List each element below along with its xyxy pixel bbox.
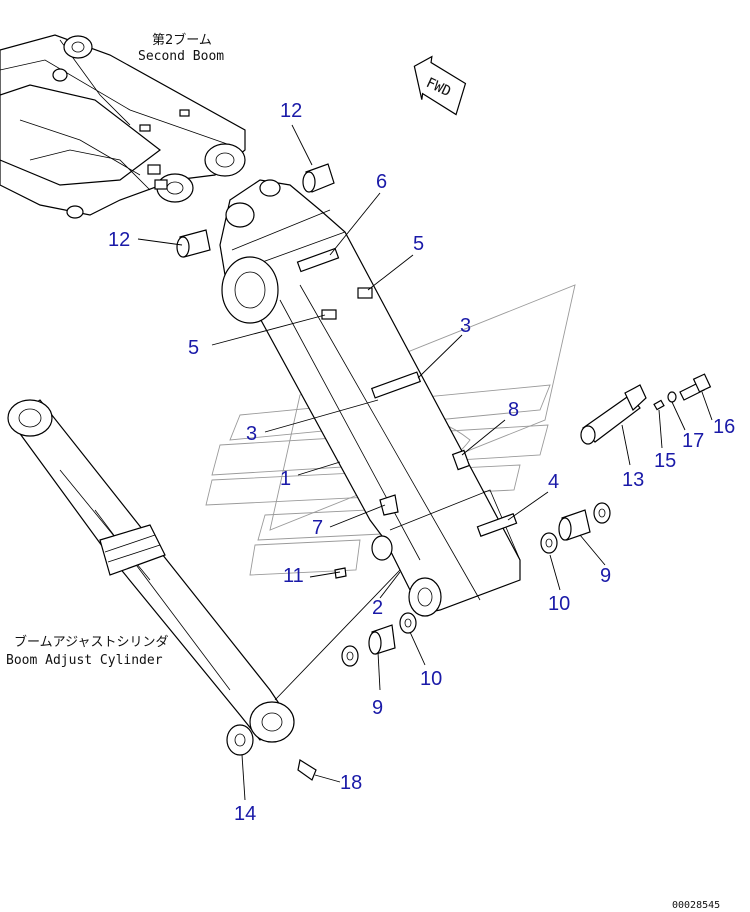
- callout-4: 4: [548, 471, 559, 493]
- leader-lines: [137, 124, 713, 801]
- pin-assembly-drawing: [580, 373, 712, 445]
- cylinder-caption-jp: ブームアジャストシリンダ: [14, 634, 168, 650]
- boom-body-drawing: [219, 179, 521, 617]
- callout-9-upper: 9: [600, 565, 611, 587]
- callout-18: 18: [340, 772, 362, 794]
- callout-15: 15: [654, 450, 676, 472]
- callout-10-lower: 10: [420, 668, 442, 690]
- callout-12-upper: 12: [280, 100, 302, 122]
- callout-5-lower: 5: [188, 337, 199, 359]
- drawing-code: 00028545: [672, 900, 720, 911]
- callout-2: 2: [372, 597, 383, 619]
- callout-16: 16: [713, 416, 735, 438]
- callout-7: 7: [312, 517, 323, 539]
- cylinder-caption-en: Boom Adjust Cylinder: [6, 653, 163, 668]
- callout-3-lower: 3: [246, 423, 257, 445]
- callout-10-upper: 10: [548, 593, 570, 615]
- callout-1: 1: [280, 468, 291, 490]
- callout-8: 8: [508, 399, 519, 421]
- second-boom-caption-jp: 第2ブーム: [152, 32, 212, 48]
- callout-12-lower: 12: [108, 229, 130, 251]
- callout-5-upper: 5: [413, 233, 424, 255]
- callout-14: 14: [234, 803, 256, 825]
- forward-arrow: FWD: [413, 55, 467, 116]
- second-boom-caption-en: Second Boom: [138, 49, 224, 64]
- bushings-washers-drawing: [176, 163, 611, 667]
- second-boom-drawing: [0, 34, 246, 219]
- callout-17: 17: [682, 430, 704, 452]
- callout-11: 11: [283, 565, 304, 587]
- callout-3-upper: 3: [460, 315, 471, 337]
- boom-adjust-cylinder-drawing: [7, 399, 317, 781]
- callout-13: 13: [622, 469, 644, 491]
- callout-6: 6: [376, 171, 387, 193]
- callout-9-lower: 9: [372, 697, 383, 719]
